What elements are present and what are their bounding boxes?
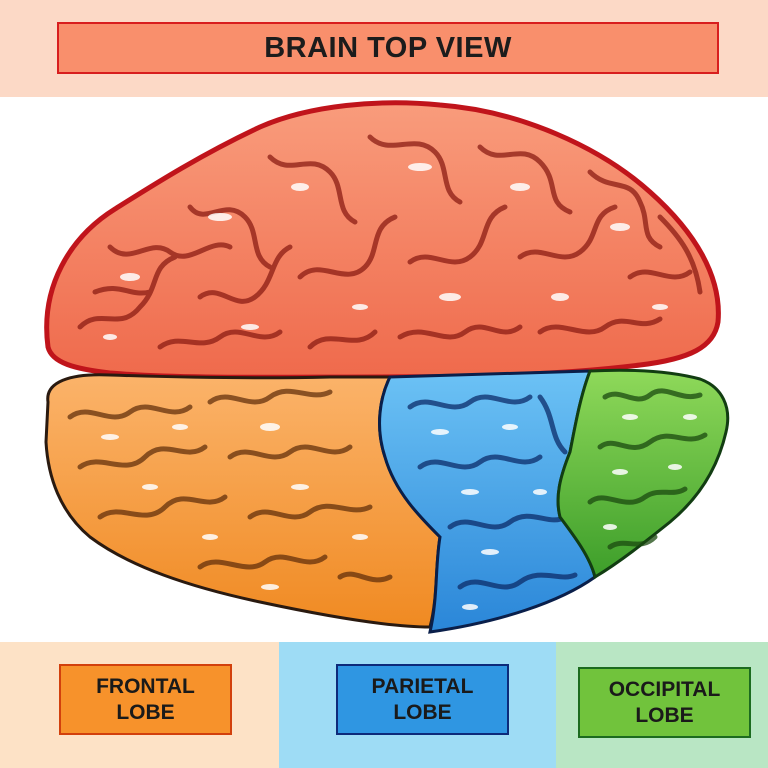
page-title: BRAIN TOP VIEW [264,31,512,64]
occipital-lobe-label: OCCIPITAL LOBE [608,677,721,727]
occipital-lobe-label-box: OCCIPITAL LOBE [578,667,751,738]
top-highlights [103,163,668,340]
frontal-highlights [101,423,368,590]
parietal-lobe-label: PARIETAL LOBE [371,674,474,724]
occipital-gyri [587,388,708,550]
brain-svg [44,100,730,634]
top-gyri [77,134,703,350]
title-box: BRAIN TOP VIEW [57,22,719,74]
frontal-gyri [67,388,393,583]
frontal-lobe-label-box: FRONTAL LOBE [59,664,232,735]
parietal-highlights [431,424,547,610]
frontal-lobe-label: FRONTAL LOBE [96,674,195,724]
parietal-gyri [407,394,578,590]
title-band: BRAIN TOP VIEW [0,0,768,97]
occipital-highlights [603,414,697,530]
parietal-lobe-label-box: PARIETAL LOBE [336,664,509,735]
brain-illustration [0,97,768,642]
